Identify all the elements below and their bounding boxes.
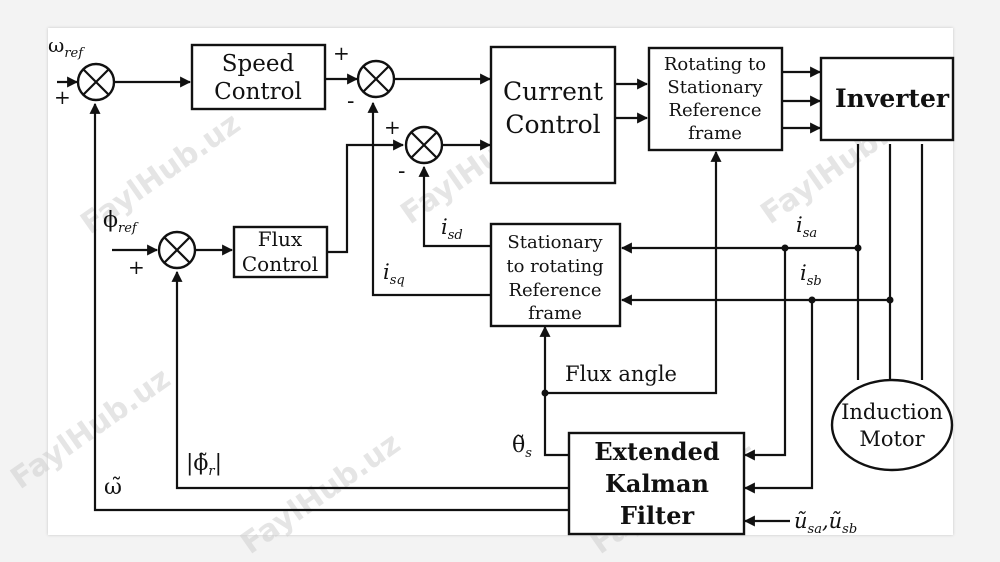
speed-sum-plus-sign: + xyxy=(54,85,71,109)
u-inputs-label: ũsa,ũsb xyxy=(794,509,857,537)
isa-label: isa xyxy=(796,213,817,241)
rts-label-3: Reference xyxy=(668,100,761,121)
phi-r-label: |ϕ̃r| xyxy=(186,451,222,479)
signal-labels: ωref + + - + - ϕref + isd isq isa isb Fl… xyxy=(48,33,857,537)
current-control-label-1: Current xyxy=(503,77,603,106)
speed-control-label-2: Control xyxy=(214,79,302,105)
watermark-5: FaylHub.uz xyxy=(235,426,407,561)
speed-control-label-1: Speed xyxy=(222,51,295,77)
omega-ref-label: ωref xyxy=(48,33,85,61)
isd-label: isd xyxy=(441,215,463,243)
flux-angle-label: Flux angle xyxy=(565,362,677,386)
flux-summer xyxy=(157,230,197,270)
watermark-1: FaylHub.uz xyxy=(75,106,247,241)
isq-feedback-line xyxy=(367,101,491,297)
speed-summer xyxy=(76,62,116,102)
omega-estimate-label: ω̃ xyxy=(104,475,122,500)
str-label-4: frame xyxy=(528,303,582,324)
junction-dot xyxy=(854,244,862,252)
ekf-label-2: Kalman xyxy=(605,469,709,498)
ekf-label-1: Extended xyxy=(594,437,719,466)
current-control-block: Current Control xyxy=(489,45,617,185)
flux-control-block: Flux Control xyxy=(232,225,329,279)
inverter-block: Inverter xyxy=(819,56,955,142)
rts-label-4: frame xyxy=(688,123,742,144)
isa-to-ekf-line xyxy=(743,248,787,461)
isq-label: isq xyxy=(383,260,405,288)
str-label-2: to rotating xyxy=(506,256,603,277)
connections xyxy=(57,66,924,527)
rts-label-1: Rotating to xyxy=(664,54,766,75)
flux-control-label-2: Control xyxy=(242,252,318,276)
motor-label-2: Motor xyxy=(859,427,925,451)
current-sum-d-plus-sign: + xyxy=(384,115,401,139)
speed-control-block: Speed Control xyxy=(190,43,327,111)
junctions xyxy=(541,244,894,397)
theta-line xyxy=(539,325,568,457)
watermark-4: FaylHub.uz xyxy=(5,361,177,496)
current-sum-q-minus-sign: - xyxy=(347,89,354,114)
flux-control-label-1: Flux xyxy=(258,227,303,251)
str-label-3: Reference xyxy=(508,280,601,301)
current-summer-d xyxy=(404,125,444,165)
omega-feedback-line xyxy=(89,102,568,512)
theta-s-label: θ̃s xyxy=(512,433,532,461)
isb-label: isb xyxy=(800,261,822,289)
current-sum-d-minus-sign: - xyxy=(398,159,405,184)
junction-dot xyxy=(541,389,549,397)
isd-feedback-line xyxy=(418,165,491,248)
flux-sum-plus-sign: + xyxy=(128,255,145,279)
flux-angle-line xyxy=(545,150,722,395)
current-control-label-2: Control xyxy=(505,110,600,139)
ekf-block: Extended Kalman Filter xyxy=(567,431,746,536)
isb-to-ekf-line xyxy=(743,300,814,494)
phi-ref-label: ϕref xyxy=(103,208,139,236)
ekf-label-3: Filter xyxy=(620,501,695,530)
inverter-label: Inverter xyxy=(835,84,950,113)
induction-motor: Induction Motor xyxy=(830,378,954,472)
junction-dot xyxy=(781,244,789,252)
current-summer-q xyxy=(356,59,396,99)
phi-r-feedback-line xyxy=(171,270,568,490)
junction-dot xyxy=(808,296,816,304)
flux-ctrl-out-line xyxy=(327,139,405,254)
summing-junctions xyxy=(76,59,444,270)
watermarks: FaylHub.uz FaylHub.uz FaylHub.uz FaylHub… xyxy=(5,96,927,561)
str-label-1: Stationary xyxy=(507,232,603,253)
motor-label-1: Induction xyxy=(841,400,943,424)
stationary-to-rotating-block: Stationary to rotating Reference frame xyxy=(489,222,622,328)
rts-label-2: Stationary xyxy=(667,77,763,98)
junction-dot xyxy=(886,296,894,304)
rotating-to-stationary-block: Rotating to Stationary Reference frame xyxy=(647,46,784,152)
current-sum-q-plus-sign: + xyxy=(333,41,350,65)
